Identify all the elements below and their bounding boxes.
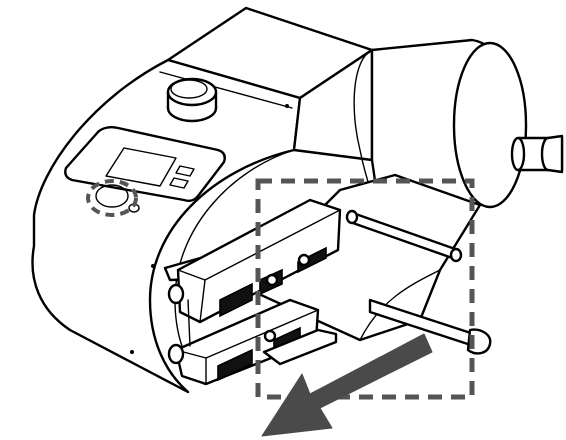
highlight-box bbox=[255, 178, 475, 400]
arrow-icon bbox=[261, 333, 433, 437]
highlight-button-ring bbox=[86, 179, 138, 217]
display-screen bbox=[105, 147, 177, 187]
peel-head-icon bbox=[167, 198, 342, 386]
control-panel-icon bbox=[64, 126, 226, 213]
label-roll-icon bbox=[353, 38, 564, 251]
emergency-stop-icon bbox=[166, 77, 218, 123]
round-button bbox=[95, 184, 129, 208]
panel-button-bottom bbox=[169, 177, 189, 189]
panel-button-top bbox=[175, 165, 195, 177]
